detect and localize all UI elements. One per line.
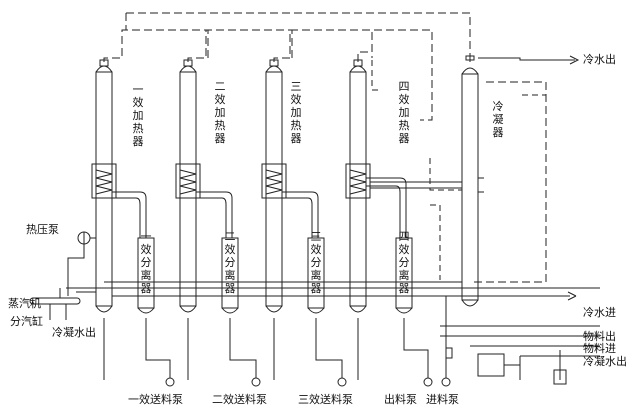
effect-3-separator-label: 三效分离器 bbox=[310, 230, 322, 295]
steam-in-label: 蒸汽机 bbox=[8, 297, 41, 310]
pump-2-label: 二效送料泵 bbox=[212, 393, 267, 406]
effect-1-heater-label: 一效加热器 bbox=[132, 83, 144, 148]
pump-3-label: 三效送料泵 bbox=[298, 393, 353, 406]
thermo-pump-label: 热压泵 bbox=[26, 223, 59, 236]
effect-4-heater-label: 四效加热器 bbox=[398, 80, 410, 145]
effect-4-separator-label: 四效分离器 bbox=[398, 230, 410, 295]
left-condensate-out-label: 冷凝水出 bbox=[52, 326, 96, 339]
right-condensate-out-label: 冷凝水出 bbox=[583, 355, 627, 368]
effect-2-heater-label: 二效加热器 bbox=[214, 80, 226, 145]
pump-1-label: 一效送料泵 bbox=[128, 393, 183, 406]
discharge-pump-label: 出料泵 bbox=[384, 393, 417, 406]
cooling-water-out-label: 冷水出 bbox=[583, 53, 616, 66]
material-out-label: 物料出 bbox=[583, 330, 616, 343]
feed-pump-label: 进料泵 bbox=[426, 393, 459, 406]
effect-3-heater-label: 三效加热器 bbox=[290, 80, 302, 145]
material-in-label: 物料进 bbox=[583, 342, 616, 355]
effect-1-separator-label: 一效分离器 bbox=[140, 230, 152, 295]
cooling-water-in-label: 冷水进 bbox=[583, 306, 616, 319]
condenser-label: 冷凝器 bbox=[492, 100, 504, 139]
steam-header-label: 分汽缸 bbox=[10, 315, 43, 328]
effect-2-separator-label: 二效分离器 bbox=[224, 230, 236, 295]
